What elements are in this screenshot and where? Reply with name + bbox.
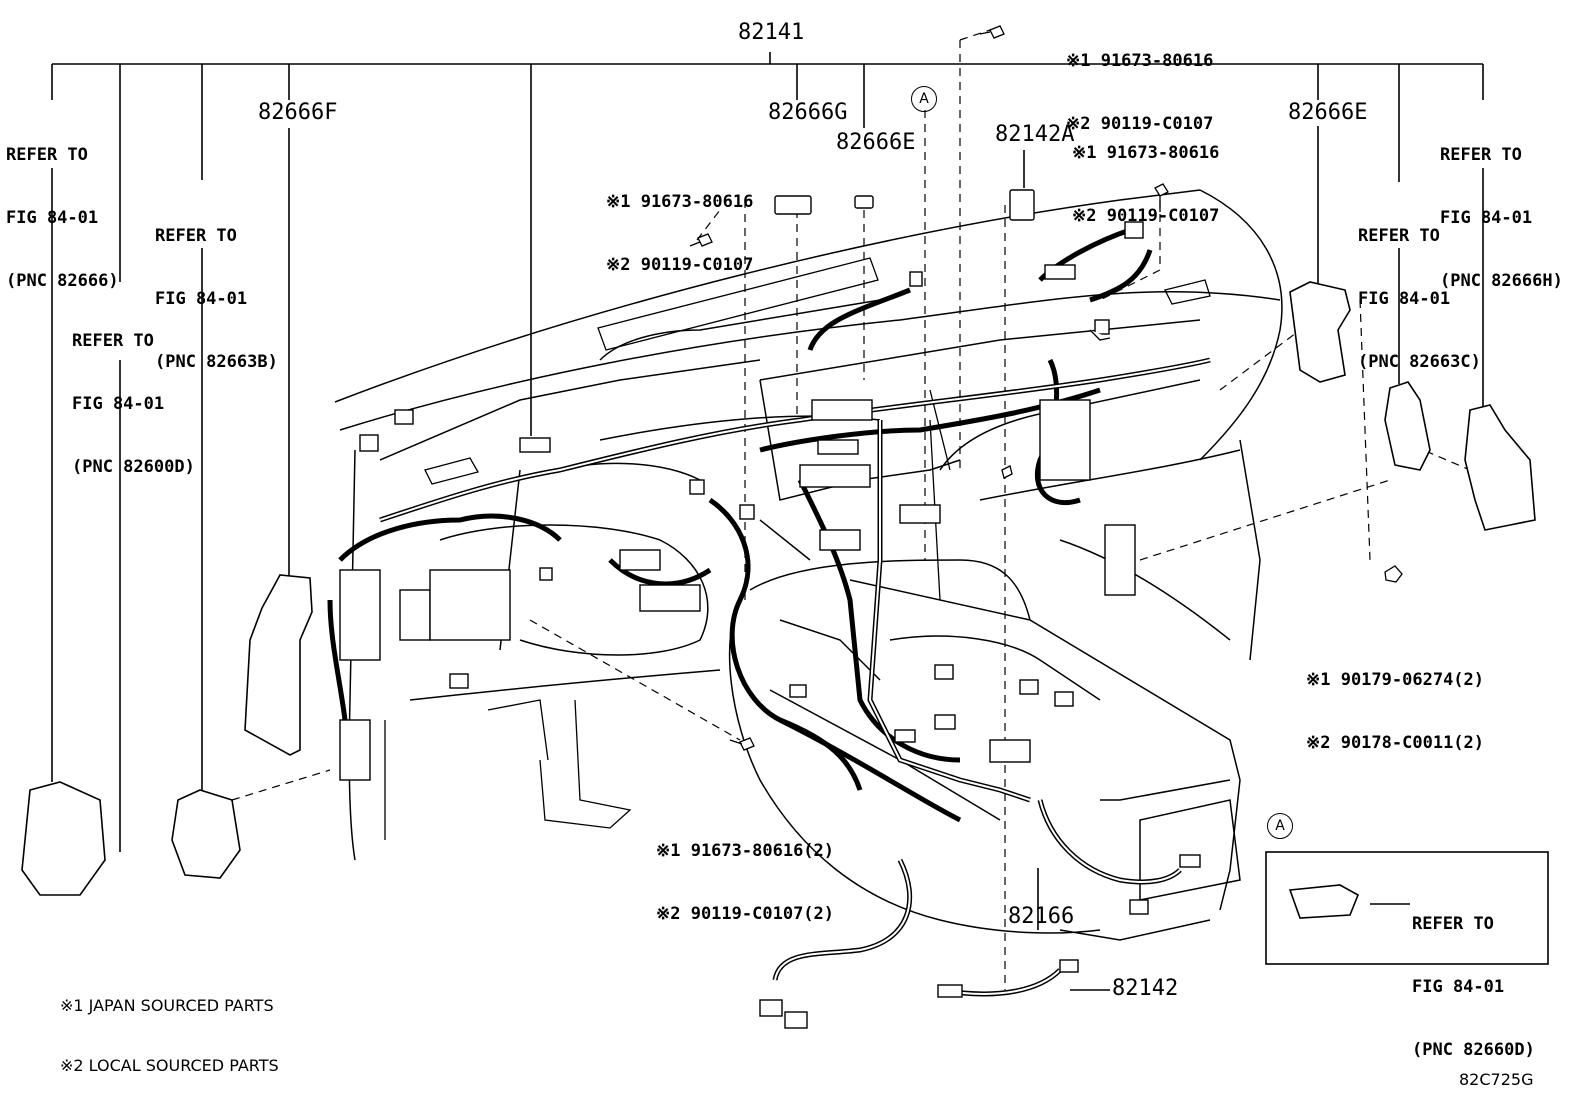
fastener-right: ※1 90179-06274(2) ※2 90178-C0011(2) xyxy=(1306,628,1484,775)
fastener-icons xyxy=(689,25,1403,751)
ref-line: REFER TO xyxy=(72,331,154,351)
fastener-mid-left: ※1 91673-80616 ※2 90119-C0107 xyxy=(606,150,753,297)
dashed-guides xyxy=(231,29,1471,990)
ref-line: FIG 84-01 xyxy=(1412,977,1505,997)
part-82166: 82166 xyxy=(1008,904,1075,929)
connectors xyxy=(339,189,1201,1029)
ref-line: (PNC 82666H) xyxy=(1440,271,1563,291)
note-japan: ※1 JAPAN SOURCED PARTS xyxy=(60,996,274,1015)
note-local: ※2 LOCAL SOURCED PARTS xyxy=(60,1056,279,1075)
part-82666E-right: 82666E xyxy=(1288,100,1368,125)
fastener-top: ※1 91673-80616 ※2 90119-C0107 xyxy=(1066,9,1213,156)
part-82142: 82142 xyxy=(1112,976,1179,1001)
ref-line: REFER TO xyxy=(6,145,88,165)
inset-box xyxy=(1265,851,1549,965)
ref-line: FIG 84-01 xyxy=(155,289,248,309)
ref-line: FIG 84-01 xyxy=(1358,289,1451,309)
ref-pnc-82663c: REFER TO FIG 84-01 (PNC 82663C) xyxy=(1358,184,1481,394)
ref-pnc-82666h: REFER TO FIG 84-01 (PNC 82666H) xyxy=(1440,103,1563,313)
fastener-bottom: ※1 91673-80616(2) ※2 90119-C0107(2) xyxy=(656,799,834,946)
ref-line: (PNC 82663B) xyxy=(155,352,278,372)
figure-code: 82C725G xyxy=(1459,1070,1534,1089)
fastener-line: ※1 91673-80616(2) xyxy=(656,841,835,861)
fastener-line: ※2 90178-C0011(2) xyxy=(1306,733,1485,753)
ref-pnc-82663b: REFER TO FIG 84-01 (PNC 82663B) xyxy=(155,184,278,394)
part-82666G: 82666G xyxy=(768,100,848,125)
part-82666F: 82666F xyxy=(258,100,338,125)
fastener-line: ※1 91673-80616 xyxy=(1072,143,1220,163)
callout-a-main: A xyxy=(911,86,937,112)
fastener-line: ※2 90119-C0107 xyxy=(606,255,754,275)
part-82142A: 82142A xyxy=(995,122,1075,147)
ref-line: (PNC 82600D) xyxy=(72,457,195,477)
ref-pnc-82666: REFER TO FIG 84-01 (PNC 82666) xyxy=(6,103,119,313)
ref-line: REFER TO xyxy=(1412,914,1494,934)
ref-pnc-82660d: REFER TO FIG 84-01 (PNC 82660D) xyxy=(1412,872,1535,1082)
ref-line: REFER TO xyxy=(1440,145,1522,165)
junction-blocks xyxy=(21,281,1536,919)
ref-line: REFER TO xyxy=(1358,226,1440,246)
fastener-line: ※1 90179-06274(2) xyxy=(1306,670,1485,690)
ref-pnc-82600d: REFER TO FIG 84-01 (PNC 82600D) xyxy=(72,289,195,499)
dashboard-details xyxy=(384,257,1211,840)
dashboard-outline xyxy=(334,189,1283,861)
ref-line: (PNC 82663C) xyxy=(1358,352,1481,372)
part-82666E-center: 82666E xyxy=(836,130,916,155)
ref-line: FIG 84-01 xyxy=(72,394,165,414)
fastener-line: ※2 90119-C0107 xyxy=(1066,114,1214,134)
fastener-line: ※1 91673-80616 xyxy=(606,192,754,212)
fastener-line: ※1 91673-80616 xyxy=(1066,51,1214,71)
sourcing-notes: ※1 JAPAN SOURCED PARTS ※2 LOCAL SOURCED … xyxy=(60,956,279,1096)
main-leader-lines xyxy=(51,52,1484,991)
ref-line: REFER TO xyxy=(155,226,237,246)
main-part-number: 82141 xyxy=(738,20,805,45)
fastener-line: ※2 90119-C0107(2) xyxy=(656,904,835,924)
ref-line: FIG 84-01 xyxy=(1440,208,1533,228)
fastener-line: ※2 90119-C0107 xyxy=(1072,206,1220,226)
ref-line: FIG 84-01 xyxy=(6,208,99,228)
ref-line: (PNC 82660D) xyxy=(1412,1040,1535,1060)
fastener-mid-right: ※1 91673-80616 ※2 90119-C0107 xyxy=(1072,101,1219,248)
ref-line: (PNC 82666) xyxy=(6,271,119,291)
callout-a-inset: A xyxy=(1267,813,1293,839)
